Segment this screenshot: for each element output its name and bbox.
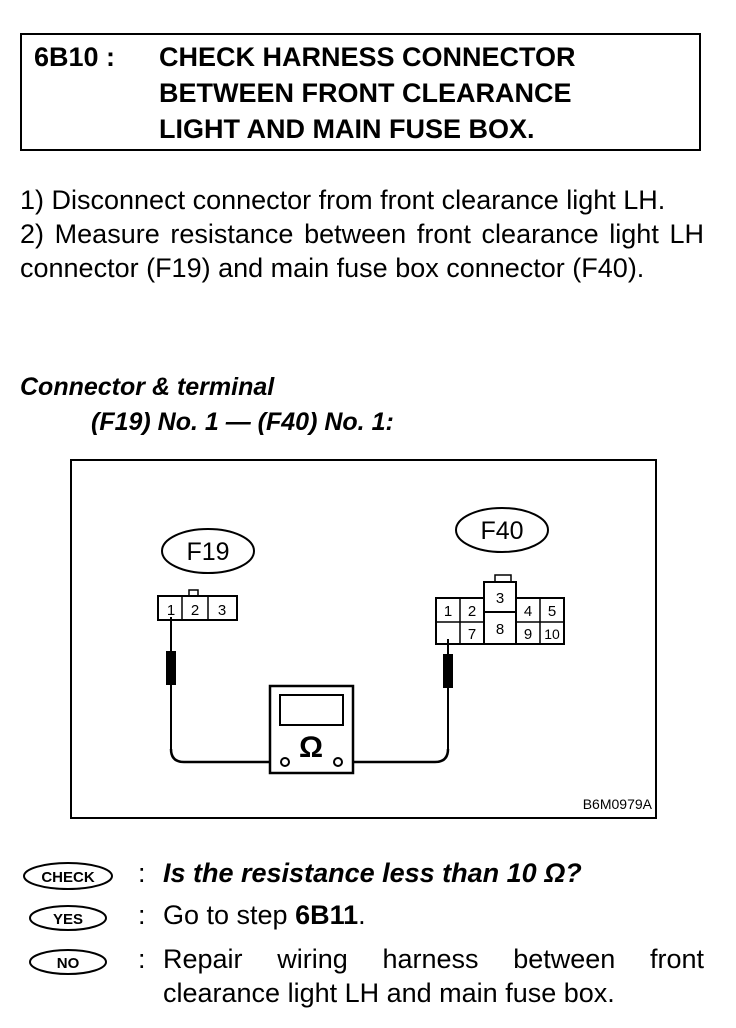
wiring-figure: F19 F40 1 2 3 1 2 3 4	[70, 459, 657, 819]
step-header-box: 6B10 : CHECK HARNESS CONNECTOR BETWEEN F…	[20, 33, 701, 151]
ohmmeter: Ω	[268, 684, 355, 775]
step-title: CHECK HARNESS CONNECTOR BETWEEN FRONT CL…	[159, 39, 576, 147]
check-badge-label: CHECK	[41, 869, 95, 886]
f40-terminal: 2	[468, 603, 476, 620]
step-title-line: BETWEEN FRONT CLEARANCE	[159, 78, 572, 108]
check-question: Is the resistance less than 10 Ω?	[163, 858, 582, 888]
f19-terminal: 2	[191, 602, 199, 619]
wiring-diagram: F19 F40 1 2 3 1 2 3 4	[70, 459, 657, 819]
no-badge-label: NO	[57, 955, 80, 972]
yes-text: Go to step 6B11.	[163, 898, 366, 932]
yes-badge-label: YES	[53, 911, 83, 928]
f19-connector: 1 2 3	[157, 589, 238, 621]
f40-terminal: 4	[524, 603, 532, 620]
yes-badge-icon: YES	[29, 905, 107, 931]
spec-heading: Connector & terminal	[20, 373, 275, 401]
step-title-line: LIGHT AND MAIN FUSE BOX.	[159, 114, 535, 144]
f40-terminal: 9	[524, 626, 532, 643]
figure-id: B6M0979A	[583, 796, 653, 812]
colon: :	[138, 944, 146, 974]
yes-step-link[interactable]: 6B11	[295, 900, 359, 930]
no-text: Repair wiring harness between front clea…	[163, 942, 704, 1010]
step-code: 6B10 :	[34, 42, 116, 72]
step-title-line: CHECK HARNESS CONNECTOR	[159, 42, 576, 72]
f19-label-oval	[161, 528, 255, 574]
colon: :	[138, 858, 146, 888]
f40-terminal: 3	[496, 590, 504, 607]
yes-prefix: Go to step	[163, 900, 296, 930]
f40-terminal: 8	[496, 621, 504, 638]
ohm-symbol: Ω	[299, 731, 323, 764]
no-text-line: clearance light LH and main fuse box.	[163, 978, 615, 1008]
no-badge-icon: NO	[29, 949, 107, 975]
f40-terminal: 10	[544, 626, 560, 642]
f19-label: F19	[186, 538, 229, 566]
f19-terminal: 3	[218, 602, 226, 619]
f40-terminal: 1	[444, 603, 452, 620]
yes-suffix: .	[358, 900, 366, 930]
f40-connector: 1 2 3 4 5 7 8 9 10	[435, 574, 565, 645]
f40-label: F40	[480, 517, 523, 545]
f40-terminal: 5	[548, 603, 556, 620]
no-text-line: Repair wiring harness between front	[163, 944, 704, 974]
colon: :	[138, 900, 146, 930]
instructions: 1) Disconnect connector from front clear…	[20, 183, 704, 285]
f19-terminal: 1	[167, 602, 175, 619]
spec-value: (F19) No. 1 — (F40) No. 1:	[91, 408, 394, 436]
figure-frame	[70, 459, 657, 819]
instruction-step: 2) Measure resistance between front clea…	[20, 219, 704, 283]
test-leads	[166, 617, 453, 764]
f40-terminal: 7	[468, 626, 476, 643]
f19-probe	[166, 651, 176, 685]
f40-label-oval	[455, 507, 549, 553]
instruction-step: 1) Disconnect connector from front clear…	[20, 185, 666, 215]
f40-probe	[443, 654, 453, 688]
check-badge-icon: CHECK	[23, 862, 113, 890]
